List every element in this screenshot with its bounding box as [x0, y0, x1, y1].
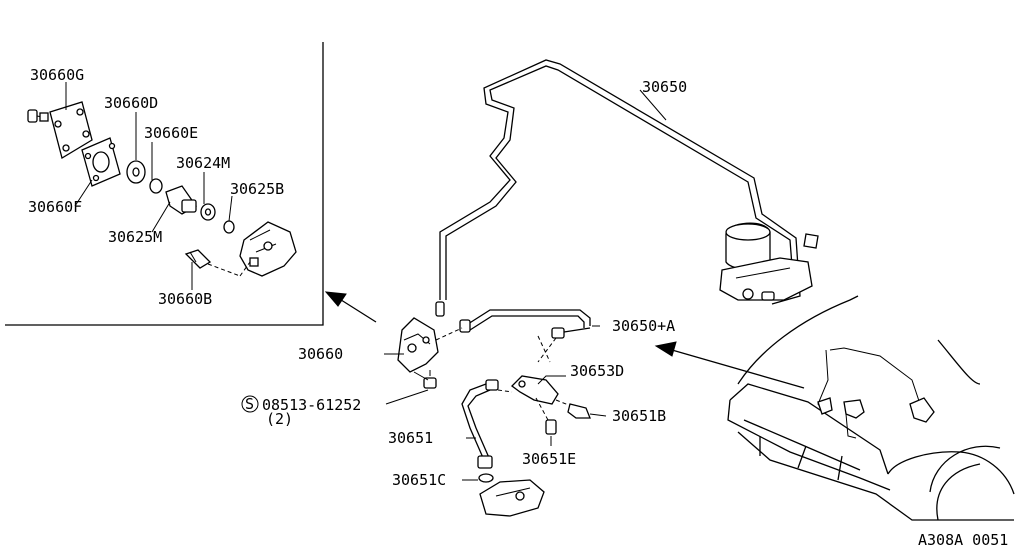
label-bolt-quantity: (2) [266, 410, 293, 428]
inset-seal [200, 203, 216, 221]
label-30625M: 30625M [108, 228, 162, 246]
inset-bleeder-bolt [27, 109, 49, 123]
label-30660E: 30660E [144, 124, 198, 142]
clutch-pipe-30650A [459, 309, 591, 339]
clutch-pipe-30650 [439, 59, 801, 305]
car-front-illustration [727, 295, 1015, 521]
bolt-08513-61252 [413, 370, 437, 389]
arrow-to-inset [324, 291, 377, 323]
s-symbol-letter: S [245, 395, 254, 413]
clip-30651B [567, 403, 591, 419]
operating-cylinder-30660 [397, 301, 463, 373]
arrow-to-assembly [654, 341, 805, 389]
label-30650A: 30650+A [612, 317, 675, 335]
master-cylinder [719, 222, 819, 301]
inset-piston [165, 185, 197, 215]
inset-cylinder-body [239, 221, 297, 277]
washer-30651C [478, 473, 494, 483]
inset-detail-box [5, 42, 324, 326]
label-30660F: 30660F [28, 198, 82, 216]
label-30660B: 30660B [158, 290, 212, 308]
clutch-hose-30651 [461, 379, 513, 469]
label-bolt-part-number: 08513-61252 [262, 396, 361, 414]
inset-cap-plate [49, 101, 93, 160]
inset-bleeder-screw [184, 249, 251, 277]
inset-leaders [65, 82, 233, 290]
label-30624M: 30624M [176, 154, 230, 172]
label-30653D: 30653D [570, 362, 624, 380]
label-30650: 30650 [642, 78, 687, 96]
inset-bushing [126, 160, 146, 184]
label-30660D: 30660D [104, 94, 158, 112]
label-30651E: 30651E [522, 450, 576, 468]
main-leaders [384, 89, 667, 481]
label-30651: 30651 [388, 429, 433, 447]
slave-cylinder [479, 479, 545, 517]
label-30651B: 30651B [612, 407, 666, 425]
label-30625B: 30625B [230, 180, 284, 198]
inset-washer [149, 178, 163, 194]
inset-gasket [81, 137, 121, 187]
label-30660: 30660 [298, 345, 343, 363]
label-30660G: 30660G [30, 66, 84, 84]
diagram-id: A308A 0051 [918, 531, 1008, 549]
label-30651C: 30651C [392, 471, 446, 489]
s-symbol: S [241, 395, 259, 413]
bolt-30651E [545, 419, 557, 435]
inset-clip [223, 220, 235, 234]
bracket-30653D [511, 335, 577, 421]
